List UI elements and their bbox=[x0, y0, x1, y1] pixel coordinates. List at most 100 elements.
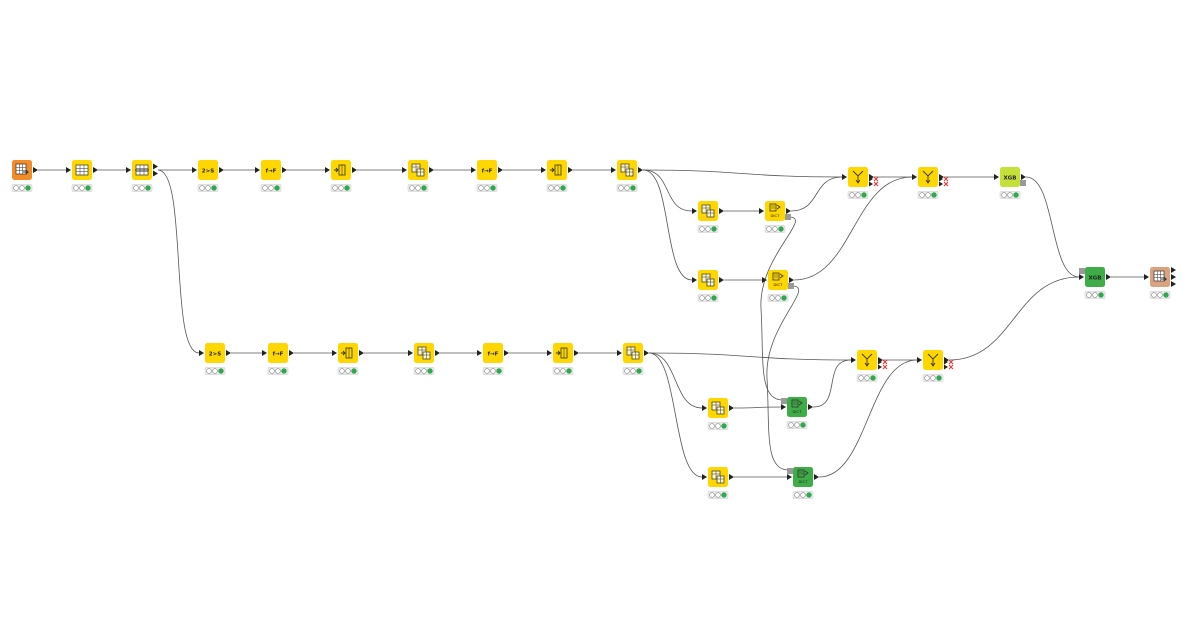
node-body[interactable] bbox=[261, 160, 281, 180]
node-ff2-bot[interactable]: f→F bbox=[477, 343, 509, 375]
input-port[interactable] bbox=[994, 174, 999, 180]
model-input-port[interactable] bbox=[781, 398, 787, 404]
output-port[interactable] bbox=[352, 167, 357, 173]
node-calc2-bot[interactable] bbox=[617, 343, 649, 375]
output-port[interactable] bbox=[289, 350, 294, 356]
node-reader[interactable] bbox=[11, 160, 38, 192]
node-join1-top[interactable] bbox=[842, 167, 879, 199]
connection-calc2-top-to-calc4-top[interactable] bbox=[642, 169, 693, 281]
model-input-port[interactable] bbox=[1079, 268, 1085, 274]
output-port[interactable] bbox=[814, 474, 819, 480]
input-port[interactable] bbox=[842, 174, 847, 180]
input-port[interactable] bbox=[851, 357, 856, 363]
output-port[interactable] bbox=[359, 350, 364, 356]
output-port[interactable] bbox=[1021, 174, 1026, 180]
connection-dict-bot-2-to-join2-bot[interactable] bbox=[818, 359, 918, 478]
output-port[interactable] bbox=[638, 167, 643, 173]
node-calc3-bot[interactable] bbox=[702, 398, 734, 430]
node-dict-bot-2[interactable]: DICT bbox=[787, 467, 819, 499]
output-port[interactable] bbox=[719, 277, 724, 283]
node-body[interactable] bbox=[477, 160, 497, 180]
node-body[interactable] bbox=[268, 343, 288, 363]
node-partition-a[interactable] bbox=[66, 160, 98, 192]
connection-dict-top-1-to-dict-bot-1[interactable] bbox=[760, 216, 796, 401]
output-port[interactable] bbox=[435, 350, 440, 356]
connection-calc2-bot-to-calc3-bot[interactable] bbox=[648, 352, 703, 409]
node-ff1-top[interactable]: f→F bbox=[255, 160, 287, 192]
input-port[interactable] bbox=[702, 474, 707, 480]
input-port[interactable] bbox=[1079, 274, 1084, 280]
output-port[interactable] bbox=[808, 404, 813, 410]
node-join1-bot[interactable] bbox=[851, 350, 888, 382]
node-dict-top-1[interactable]: DICT bbox=[759, 201, 791, 233]
node-filter1-bot[interactable] bbox=[332, 343, 364, 375]
output-port[interactable] bbox=[729, 474, 734, 480]
connection-calc2-top-to-join1-top[interactable] bbox=[642, 169, 843, 178]
input-port[interactable] bbox=[262, 350, 267, 356]
input-port[interactable] bbox=[199, 350, 204, 356]
node-calc3-top[interactable] bbox=[692, 201, 724, 233]
input-port[interactable] bbox=[692, 208, 697, 214]
node-body[interactable] bbox=[205, 343, 225, 363]
input-port[interactable] bbox=[617, 350, 622, 356]
connection-xgb-learner-to-xgb-predictor[interactable] bbox=[1025, 176, 1080, 278]
output-port[interactable] bbox=[944, 359, 948, 365]
node-filter2-top[interactable] bbox=[541, 160, 573, 192]
model-output-port[interactable] bbox=[1020, 180, 1026, 186]
node-join2-bot[interactable] bbox=[917, 350, 954, 382]
connection-dict-top-2-to-join2-top[interactable] bbox=[793, 176, 913, 281]
node-n2s-bot[interactable]: 2>S bbox=[199, 343, 231, 375]
input-port[interactable] bbox=[402, 167, 407, 173]
node-body[interactable] bbox=[198, 160, 218, 180]
node-body[interactable] bbox=[338, 343, 358, 363]
input-port[interactable] bbox=[255, 167, 260, 173]
connection-join2-bot-to-xgb-predictor[interactable] bbox=[948, 276, 1080, 361]
output-port[interactable] bbox=[33, 167, 38, 173]
output-port[interactable] bbox=[219, 167, 224, 173]
node-calc4-top[interactable] bbox=[692, 270, 724, 302]
input-port[interactable] bbox=[408, 350, 413, 356]
model-output-port[interactable] bbox=[788, 283, 794, 289]
node-body[interactable] bbox=[331, 160, 351, 180]
node-filter2-bot[interactable] bbox=[547, 343, 579, 375]
node-calc4-bot[interactable] bbox=[702, 467, 734, 499]
input-port[interactable] bbox=[917, 357, 922, 363]
output-port[interactable] bbox=[944, 364, 948, 370]
output-port[interactable] bbox=[878, 359, 882, 365]
connection-calc2-top-to-calc3-top[interactable] bbox=[642, 169, 693, 212]
connection-dict-top-1-to-join1-top[interactable] bbox=[790, 176, 843, 212]
input-port[interactable] bbox=[702, 405, 707, 411]
output-port[interactable] bbox=[644, 350, 649, 356]
output-port[interactable] bbox=[504, 350, 509, 356]
output-port[interactable] bbox=[282, 167, 287, 173]
node-calc1-bot[interactable] bbox=[408, 343, 440, 375]
input-port[interactable] bbox=[477, 350, 482, 356]
output-port[interactable] bbox=[729, 405, 734, 411]
connection-dict-bot-1-to-join1-bot[interactable] bbox=[812, 359, 852, 408]
input-port[interactable] bbox=[1144, 274, 1149, 280]
input-port[interactable] bbox=[759, 208, 764, 214]
connection-calc2-bot-to-calc4-bot[interactable] bbox=[648, 352, 703, 478]
node-writer[interactable] bbox=[1144, 267, 1176, 299]
output-port[interactable] bbox=[429, 167, 434, 173]
output-port[interactable] bbox=[939, 176, 943, 182]
node-body[interactable] bbox=[1085, 267, 1105, 287]
output-port[interactable] bbox=[574, 350, 579, 356]
input-port[interactable] bbox=[192, 167, 197, 173]
node-body[interactable] bbox=[553, 343, 573, 363]
node-body[interactable] bbox=[547, 160, 567, 180]
output-port[interactable] bbox=[153, 163, 158, 170]
input-port[interactable] bbox=[325, 167, 330, 173]
output-port[interactable] bbox=[789, 277, 794, 283]
input-port[interactable] bbox=[611, 167, 616, 173]
node-join2-top[interactable] bbox=[912, 167, 949, 199]
input-port[interactable] bbox=[66, 167, 71, 173]
connection-calc2-bot-to-join1-bot[interactable] bbox=[648, 352, 852, 361]
input-port[interactable] bbox=[762, 277, 767, 283]
output-port[interactable] bbox=[869, 181, 873, 187]
input-port[interactable] bbox=[912, 174, 917, 180]
node-partition-b[interactable] bbox=[126, 160, 158, 192]
node-calc2-top[interactable] bbox=[611, 160, 643, 192]
input-port[interactable] bbox=[541, 167, 546, 173]
input-port[interactable] bbox=[471, 167, 476, 173]
